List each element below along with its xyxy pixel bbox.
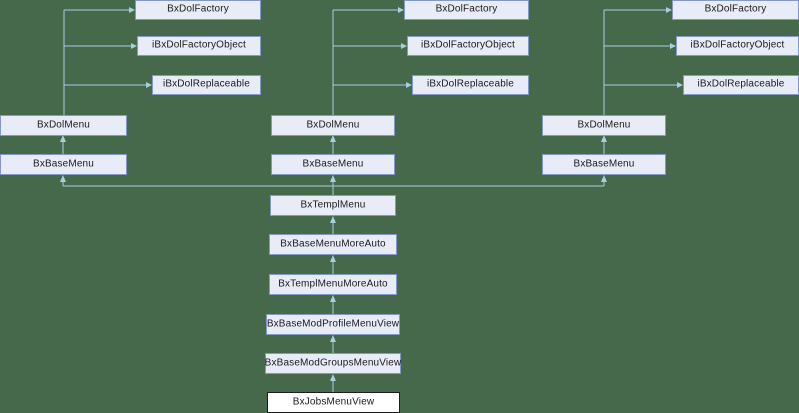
class-node-label: BxBaseModGroupsMenuView [264,357,402,368]
class-node-BxDolFactory[interactable]: BxDolFactory [672,0,799,20]
arrowhead-BxTemplMenuMoreAuto [330,295,336,302]
class-node-label: BxBaseModProfileMenuView [266,318,400,329]
class-node-BxDolMenu[interactable]: BxDolMenu [0,115,127,136]
class-node-BxTemplMenuMoreAuto[interactable]: BxTemplMenuMoreAuto [269,274,397,295]
class-node-label: BxDolFactory [435,3,498,15]
arrowhead-col1-BxBaseMenu [60,175,66,182]
class-node-label: BxBaseMenu [33,158,94,169]
class-node-label: BxTemplMenu [300,199,366,210]
class-node-label: BxBaseMenuMoreAuto [280,238,386,249]
class-node-label: iBxDolReplaceable [697,78,785,90]
class-node-label: iBxDolFactoryObject [690,39,785,51]
class-node-BxDolMenu[interactable]: BxDolMenu [542,115,666,136]
edge-group-col3-interfaces [603,9,679,115]
class-node-label: iBxDolFactoryObject [152,39,246,51]
edge-group-col1-interfaces [63,9,148,115]
class-node-label: BxDolMenu [577,119,631,130]
class-node-label: BxDolMenu [36,119,91,130]
edge-group-col2-interfaces [332,9,408,115]
class-node-iBxDolReplaceable[interactable]: iBxDolReplaceable [412,75,529,95]
class-node-iBxDolFactoryObject[interactable]: iBxDolFactoryObject [407,36,529,56]
arrowhead-BxTemplMenu [330,216,336,223]
arrowhead-BxBaseModProfileMenuView [330,335,336,342]
class-node-BxBaseMenu[interactable]: BxBaseMenu [542,154,666,175]
class-node-BxDolFactory[interactable]: BxDolFactory [135,0,261,20]
class-node-label: BxTemplMenuMoreAuto [278,278,388,289]
class-node-iBxDolReplaceable[interactable]: iBxDolReplaceable [152,75,261,95]
class-node-BxJobsMenuView[interactable]: BxJobsMenuView [267,392,400,413]
class-node-iBxDolFactoryObject[interactable]: iBxDolFactoryObject [137,36,261,56]
class-node-label: BxBaseMenu [302,158,364,169]
class-node-BxBaseModGroupsMenuView[interactable]: BxBaseModGroupsMenuView [265,353,401,374]
class-node-label: BxBaseMenu [573,158,635,169]
edge-group-BxTemplMenu-bus [62,181,605,195]
class-node-BxBaseModProfileMenuView[interactable]: BxBaseModProfileMenuView [266,314,400,335]
arrowhead-BxBaseMenuMoreAuto [330,255,336,262]
class-node-label: BxDolFactory [704,3,767,15]
arrowhead-col1-BxDolMenu [60,135,66,142]
class-node-iBxDolFactoryObject[interactable]: iBxDolFactoryObject [676,36,799,56]
class-node-label: BxDolFactory [167,3,229,15]
class-node-BxBaseMenu[interactable]: BxBaseMenu [0,154,127,175]
arrowhead-col2-BxBaseMenu [330,175,336,182]
class-node-label: BxDolMenu [306,119,360,130]
class-node-BxDolFactory[interactable]: BxDolFactory [404,0,529,20]
class-node-label: BxJobsMenuView [292,396,375,407]
class-node-iBxDolReplaceable[interactable]: iBxDolReplaceable [683,75,799,95]
arrowhead-col3-BxBaseMenu [601,175,607,182]
class-node-BxBaseMenuMoreAuto[interactable]: BxBaseMenuMoreAuto [269,234,397,255]
class-node-BxDolMenu[interactable]: BxDolMenu [271,115,395,136]
class-node-BxBaseMenu[interactable]: BxBaseMenu [271,154,395,175]
arrowhead-BxBaseModGroupsMenuView [330,374,336,381]
arrowhead-col3-BxDolMenu [601,135,607,142]
class-node-label: iBxDolReplaceable [426,78,515,90]
arrowheads-BxTemplMenu-bus [60,175,607,182]
arrowhead-col2-BxDolMenu [330,135,336,142]
class-node-BxTemplMenu[interactable]: BxTemplMenu [270,195,396,216]
class-node-label: iBxDolFactoryObject [421,39,515,51]
class-node-label: iBxDolReplaceable [162,78,251,90]
